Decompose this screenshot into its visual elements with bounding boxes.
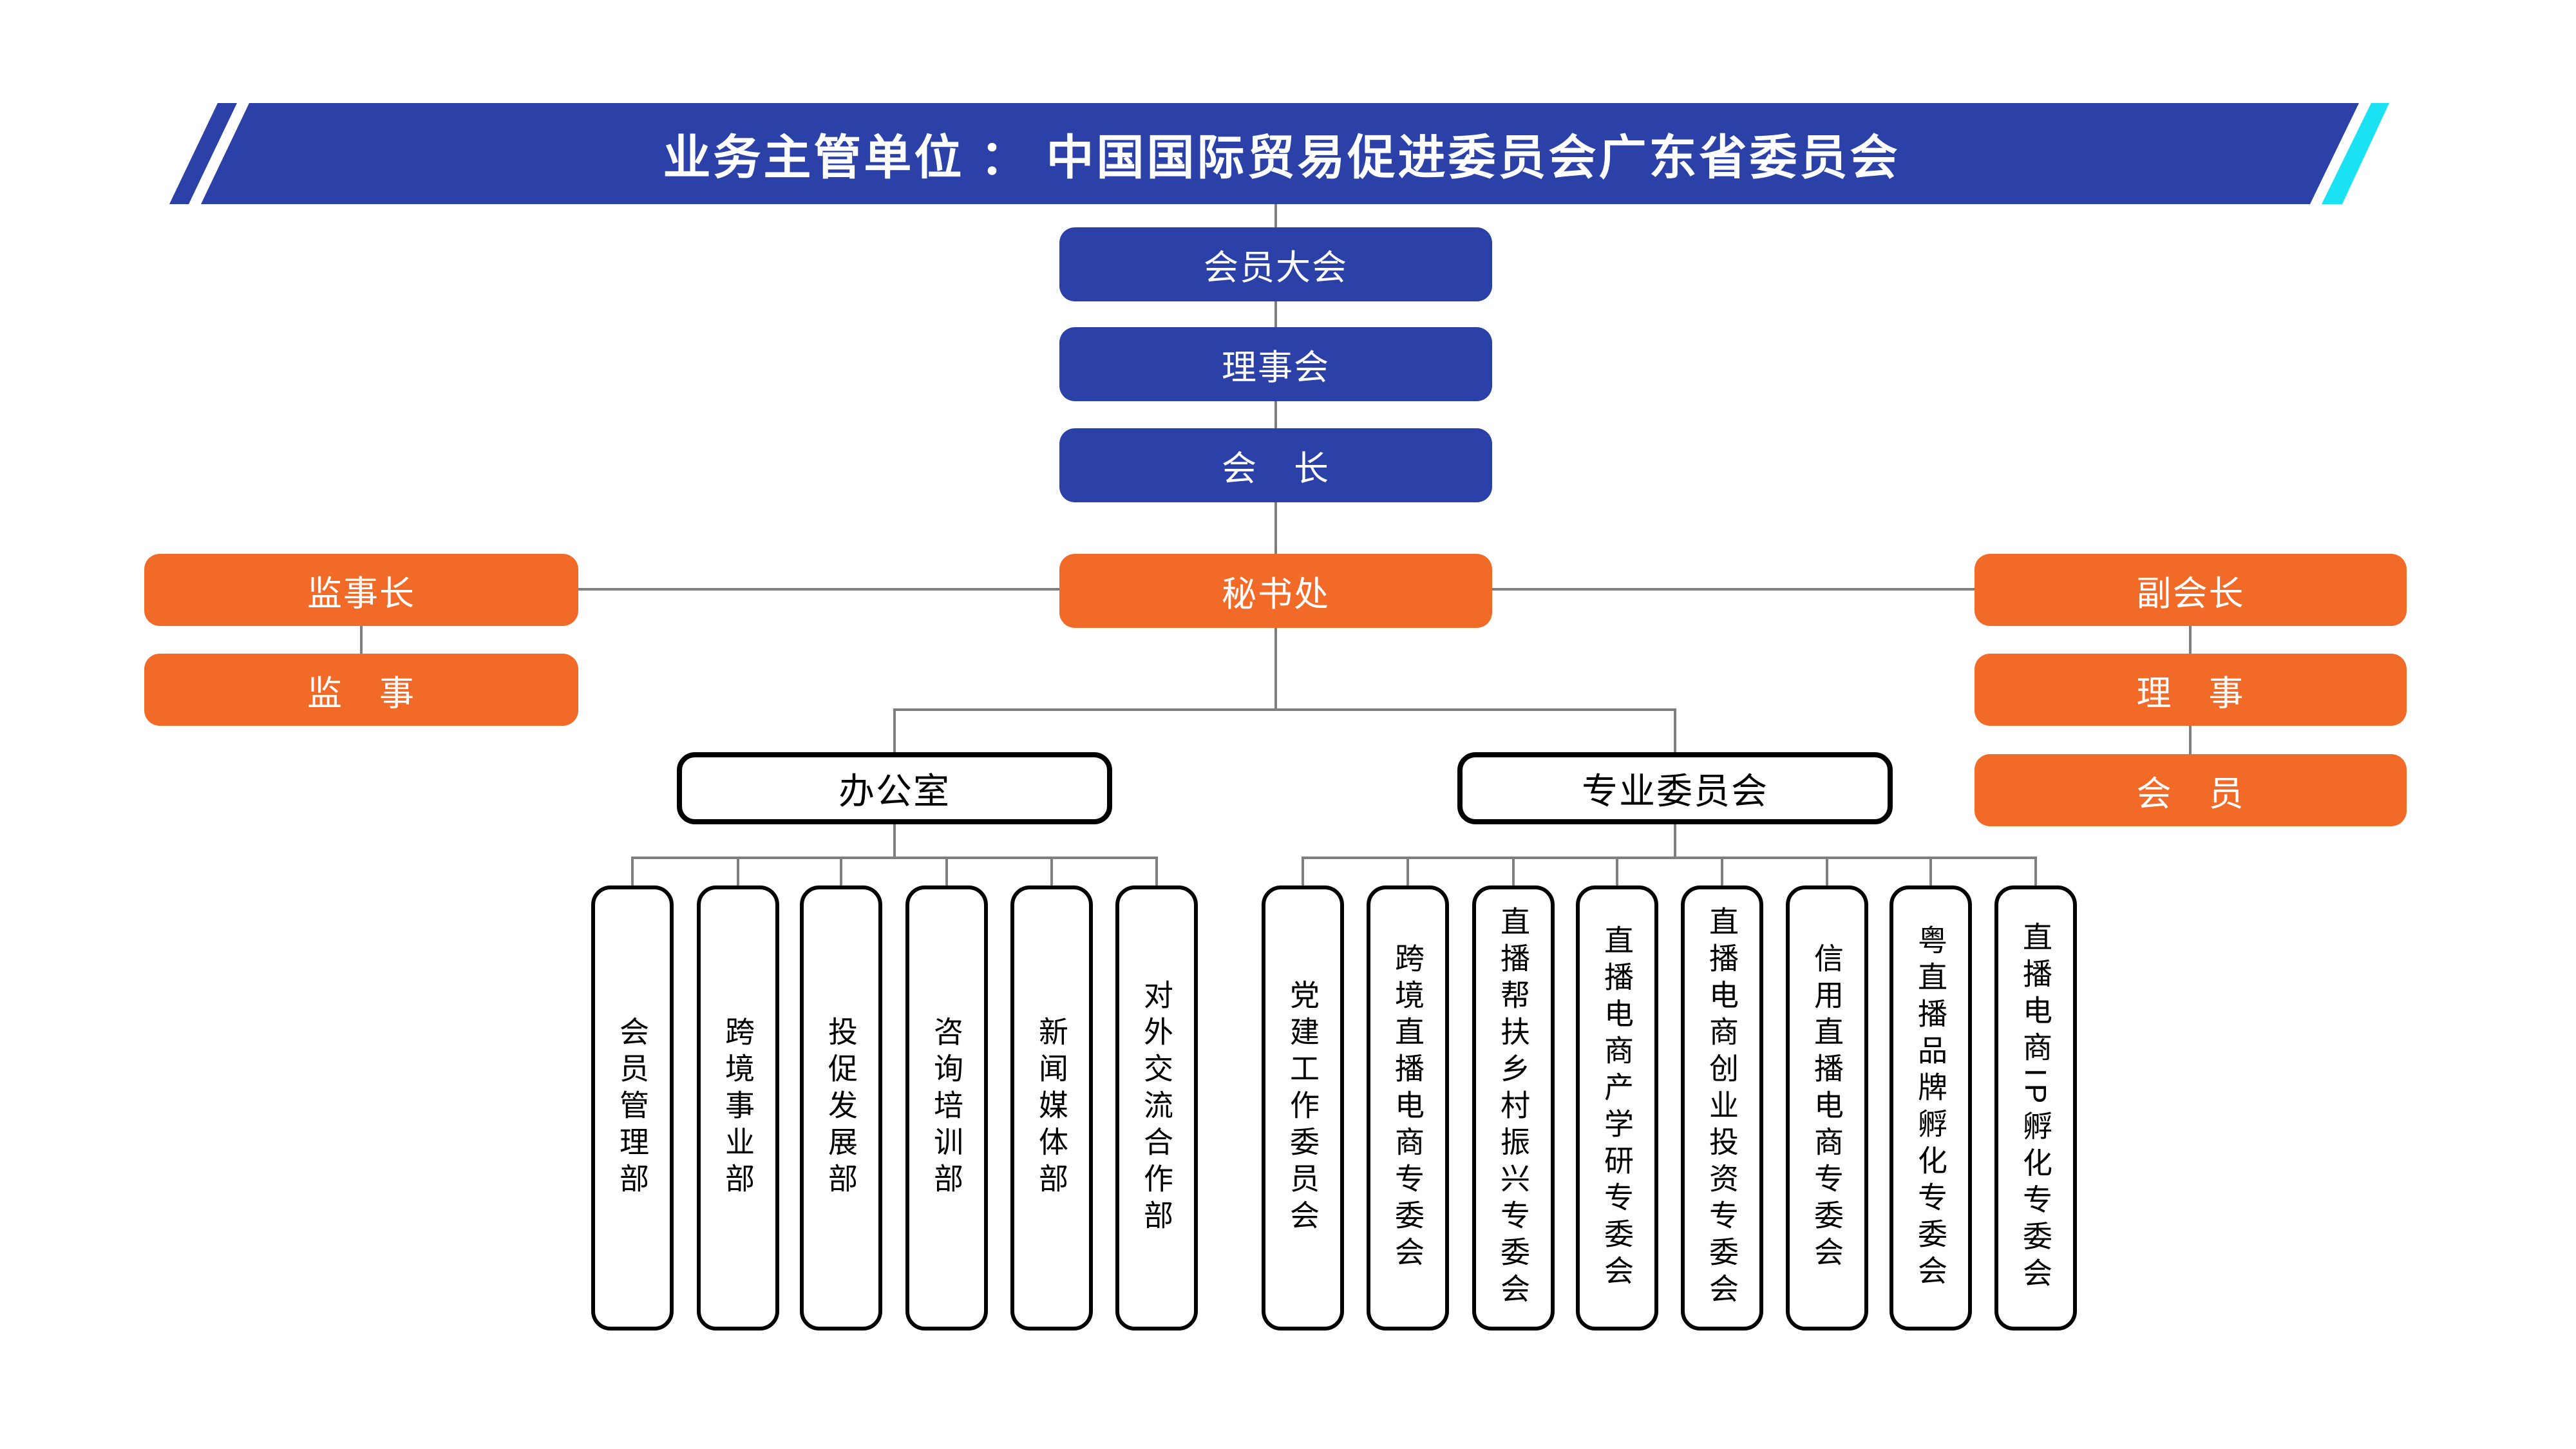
dept-label: 投促发展部 [824,1016,858,1200]
committee-label: 直播电商创业投资专委会 [1705,906,1739,1310]
committee-label: 直播电商IP孵化专委会 [2019,922,2052,1294]
committee-label: 跨境直播电商专委会 [1391,943,1425,1273]
connector-line [1274,401,1277,428]
node-label: 理 事 [2136,674,2245,713]
connector-line [1492,588,1975,591]
connector-line [1050,857,1053,886]
dept-box: 对外交流合作部 [1115,886,1198,1331]
committee-box: 信用直播电商专委会 [1786,886,1868,1331]
connector-line [893,708,1676,711]
committee-label: 直播帮扶乡村振兴专委会 [1497,906,1530,1310]
connector-line [1274,204,1277,227]
node-label: 会员大会 [1204,249,1348,287]
connector-line [631,857,1158,859]
connector-line [2034,857,2037,886]
connector-line [2189,726,2192,754]
connector-line [1674,708,1676,752]
committee-box: 直播电商IP孵化专委会 [1994,886,2077,1331]
connector-line [737,857,739,886]
connector-line [1302,857,1304,886]
connector-line [1406,857,1409,886]
node-label: 副会长 [2136,574,2245,613]
connector-line [1302,857,2037,859]
committee-label: 直播电商产学研专委会 [1600,924,1634,1292]
dept-box: 会员管理部 [591,886,674,1331]
committee-label: 粤直播品牌孵化专委会 [1914,924,1947,1292]
connector-line [1512,857,1515,886]
node-president: 会 长 [1059,428,1492,502]
node-directors: 理 事 [1975,654,2407,726]
connector-line [1826,857,1828,886]
connector-line [360,626,363,654]
node-label: 理事会 [1222,348,1330,387]
node-special-committees: 专业委员会 [1457,752,1893,824]
connector-line [1274,301,1277,327]
node-office: 办公室 [677,752,1112,824]
connector-line [1929,857,1932,886]
connector-line [1674,824,1676,859]
committee-box: 党建工作委员会 [1262,886,1344,1331]
node-council: 理事会 [1059,327,1492,401]
connector-line [1616,857,1618,886]
dept-label: 咨询培训部 [930,1016,963,1200]
node-label: 专业委员会 [1582,770,1768,811]
dept-label: 对外交流合作部 [1140,980,1173,1236]
connector-line [578,588,1059,591]
dept-box: 投促发展部 [800,886,882,1331]
committee-label: 信用直播电商专委会 [1810,943,1844,1273]
node-label: 监事长 [307,574,415,613]
node-members: 会 员 [1975,754,2407,826]
committee-box: 直播帮扶乡村振兴专委会 [1472,886,1555,1331]
node-label: 秘书处 [1222,575,1330,614]
dept-box: 新闻媒体部 [1010,886,1093,1331]
connector-line [1155,857,1158,886]
connector-line [1721,857,1723,886]
connector-line [893,824,896,859]
dept-label: 跨境事业部 [721,1016,755,1200]
connector-line [631,857,634,886]
committee-box: 直播电商创业投资专委会 [1681,886,1763,1331]
connector-line [1274,502,1277,554]
node-label: 监 事 [307,674,415,713]
connector-line [1274,628,1277,711]
connector-line [2189,626,2192,654]
committee-label: 党建工作委员会 [1286,980,1320,1236]
node-supervisor-chief: 监事长 [144,554,578,626]
dept-label: 会员管理部 [616,1016,649,1200]
connector-line [893,708,896,752]
committee-box: 粤直播品牌孵化专委会 [1889,886,1972,1331]
banner-title: 业务主管单位 ： 中国国际贸易促进委员会广东省委员会 [201,103,2359,204]
committee-box: 直播电商产学研专委会 [1576,886,1658,1331]
node-member-congress: 会员大会 [1059,227,1492,301]
node-label: 会 员 [2136,774,2245,813]
node-label: 办公室 [838,770,951,811]
dept-box: 咨询培训部 [905,886,988,1331]
node-vice-president: 副会长 [1975,554,2407,626]
node-supervisors: 监 事 [144,654,578,726]
dept-label: 新闻媒体部 [1035,1016,1068,1200]
node-label: 会 长 [1222,450,1330,488]
banner: 业务主管单位 ： 中国国际贸易促进委员会广东省委员会 [167,103,2396,204]
node-secretariat: 秘书处 [1059,554,1492,628]
connector-line [840,857,842,886]
committee-box: 跨境直播电商专委会 [1367,886,1449,1331]
dept-box: 跨境事业部 [697,886,779,1331]
connector-line [945,857,948,886]
